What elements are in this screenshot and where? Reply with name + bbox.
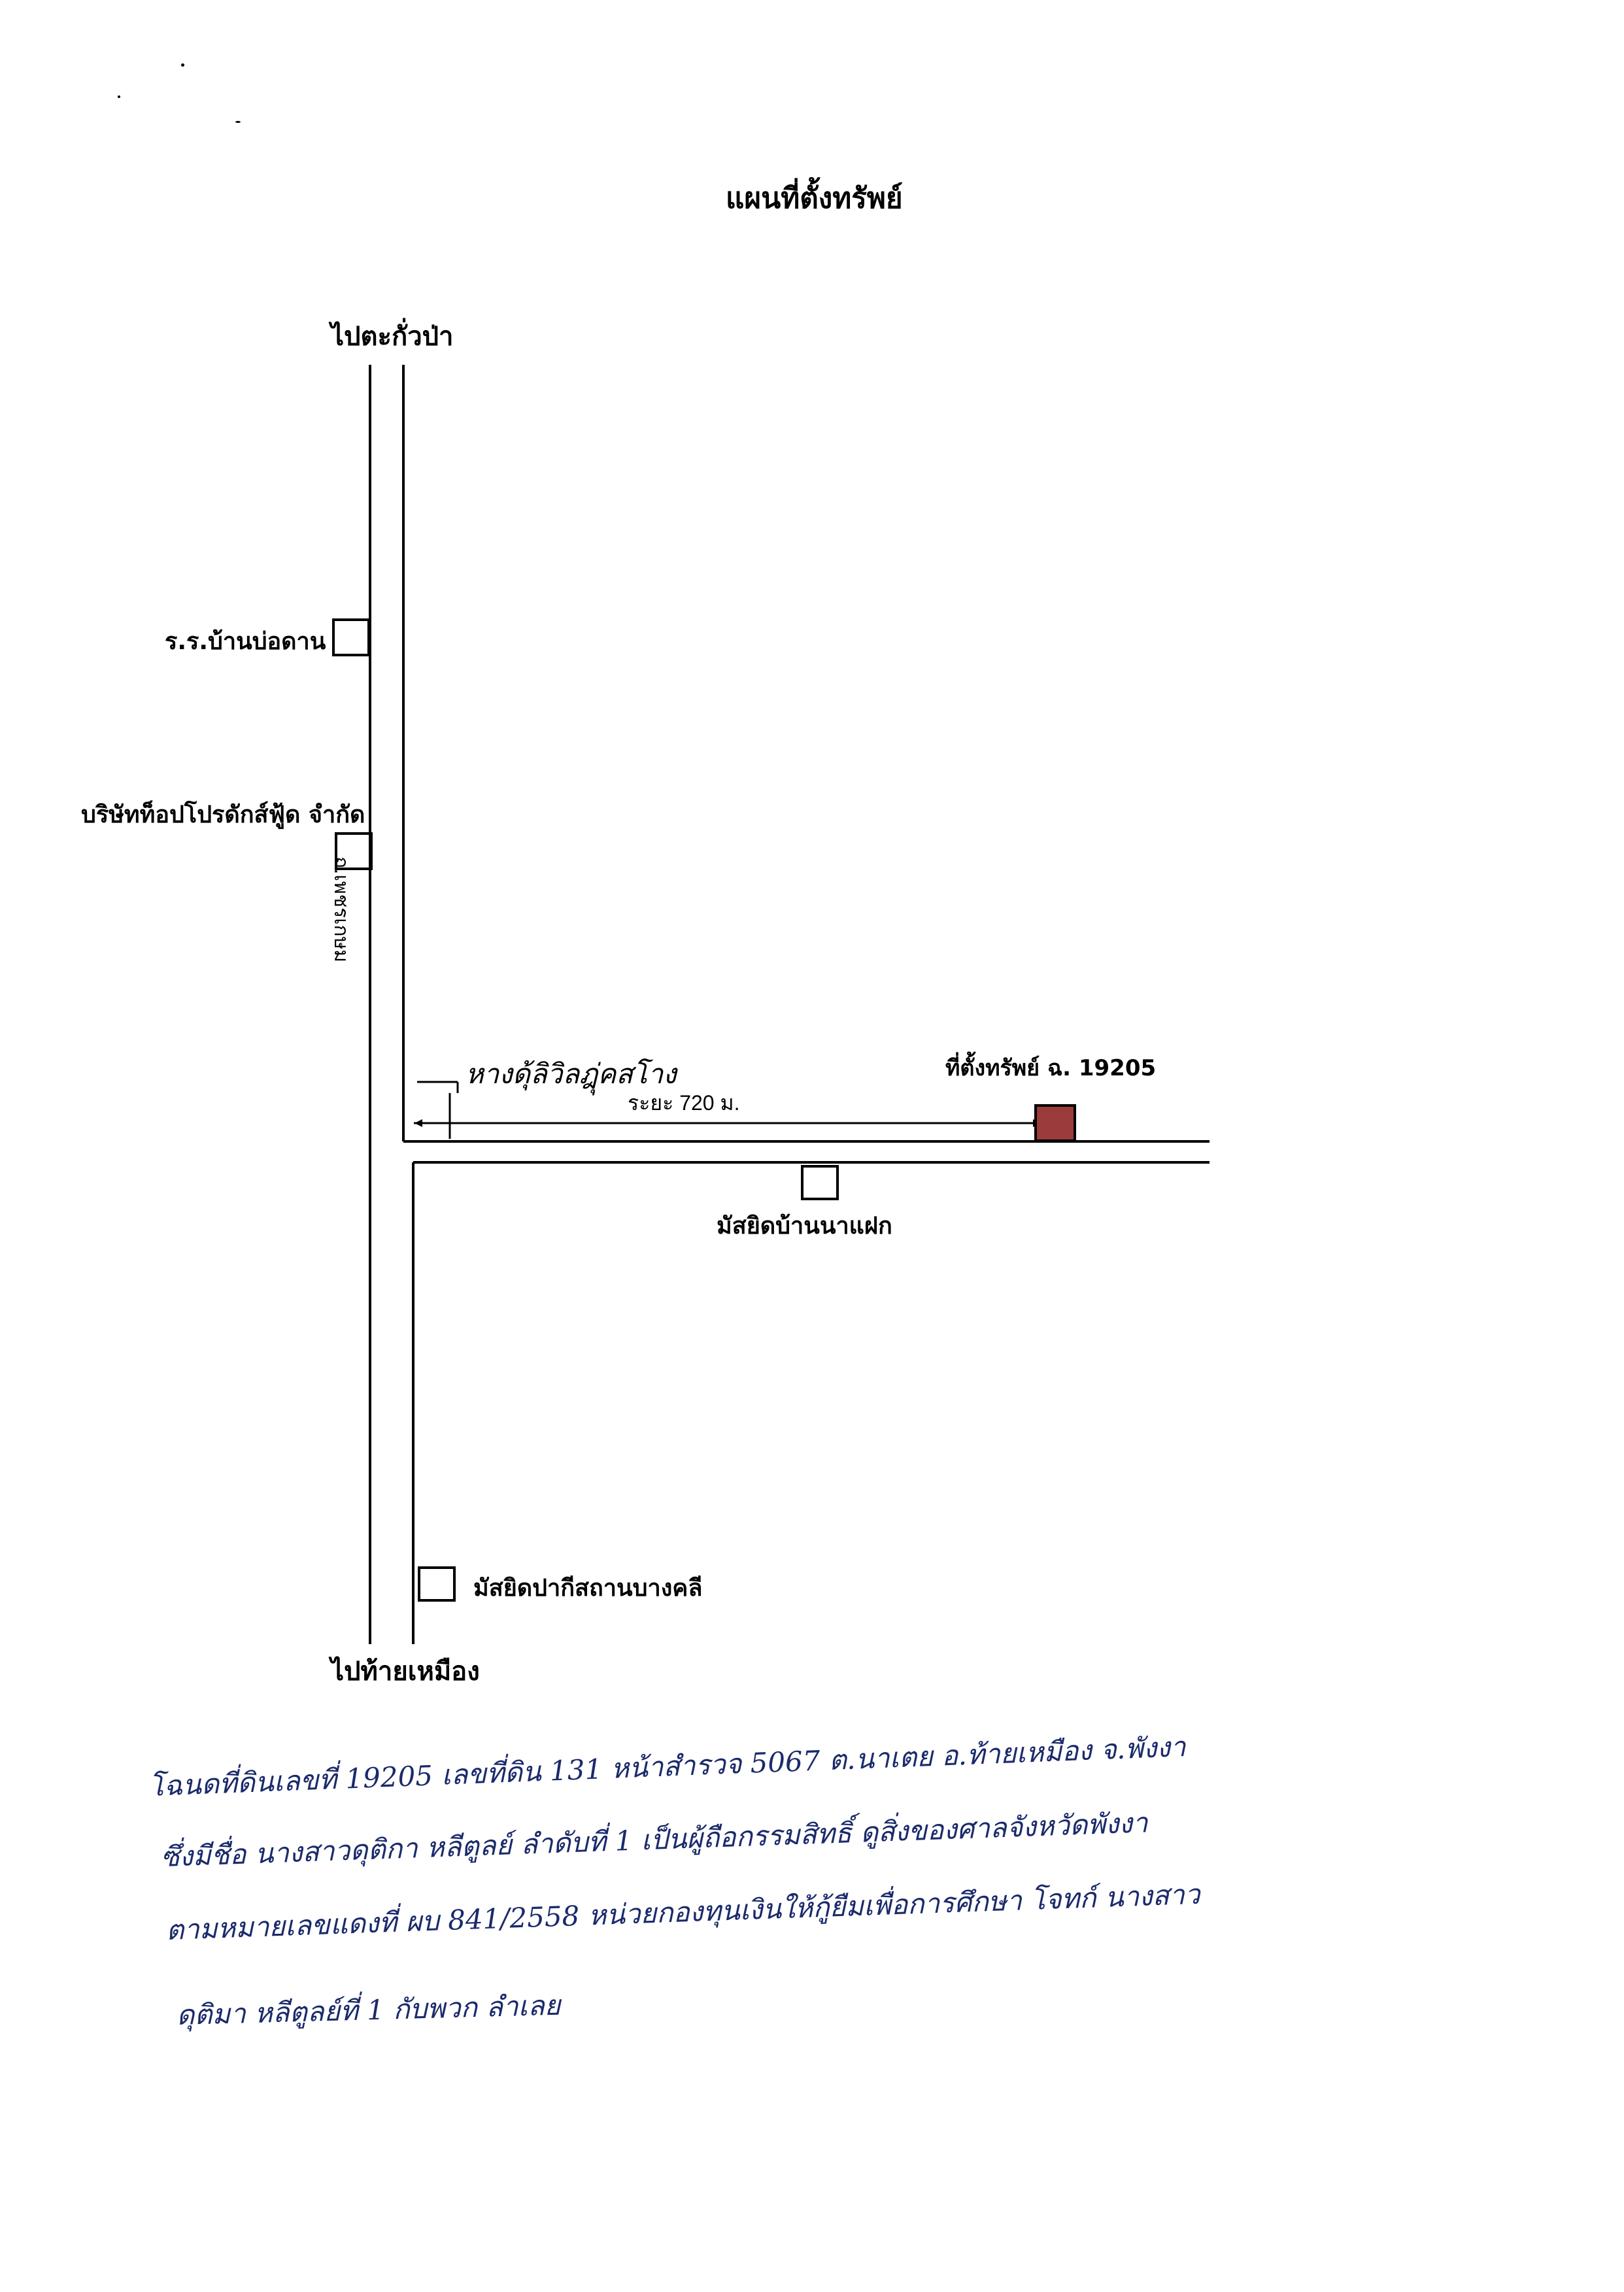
road-name-label: ถ.เพชรเกษม (330, 856, 352, 963)
school-marker (332, 618, 370, 656)
mosque-bangkhli-label: มัสยิดปากีสถานบางคลี (473, 1575, 703, 1602)
scan-speck (181, 63, 184, 67)
mosque-bangkhli-marker (418, 1566, 456, 1602)
distance-label: ระยะ 720 ม. (628, 1091, 740, 1115)
mosque-nafak-label: มัสยิดบ้านนาแฝก (717, 1213, 892, 1239)
direction-south-label: ไปท้ายเหมือง (331, 1657, 480, 1687)
distance-dimension (414, 1093, 1041, 1139)
junction-leader (417, 1081, 459, 1093)
school-label: ร.ร.บ้านบ่อดาน (165, 628, 326, 655)
company-label: บริษัทท็อปโปรดักส์ฟู้ด จำกัด (81, 801, 365, 828)
property-marker (1034, 1104, 1076, 1142)
property-label: ที่ตั้งทรัพย์ ฉ. 19205 (945, 1055, 1157, 1081)
scan-speck (118, 95, 120, 98)
scan-speck (235, 121, 241, 123)
junction-note: หางดุ้ลิวิลฎุ่คสโาง (465, 1058, 677, 1090)
main-road (369, 365, 414, 1644)
page-title: แผนที่ตั้งทรัพย์ (726, 182, 903, 215)
mosque-nafak-marker (801, 1165, 839, 1200)
side-road (403, 1140, 1210, 1164)
direction-north-label: ไปตะกั่วป่า (331, 322, 454, 352)
company-marker (335, 832, 373, 870)
